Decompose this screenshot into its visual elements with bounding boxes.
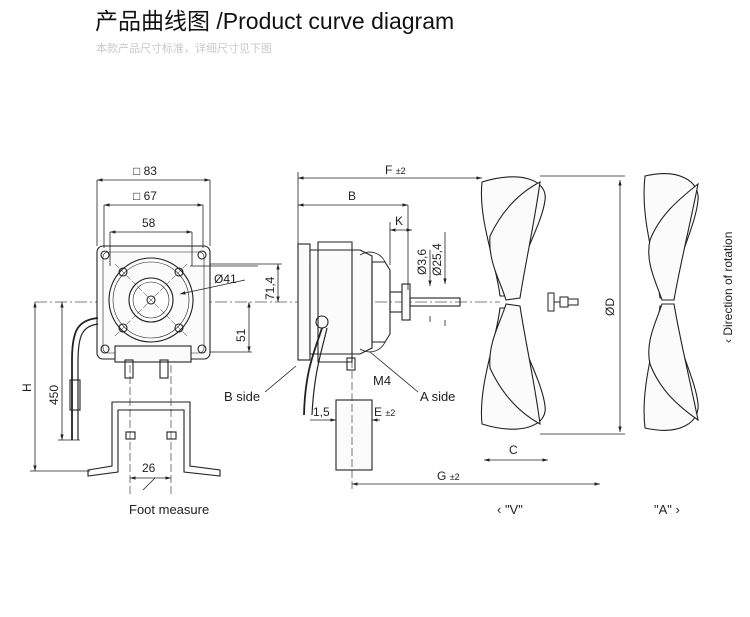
m4-label: M4 xyxy=(373,373,391,388)
dim-B: B xyxy=(348,189,356,203)
foot-slot-1 xyxy=(125,431,136,440)
motor-shaft xyxy=(409,297,461,307)
screw-4 xyxy=(174,323,184,333)
view-v-label: ‹ "V" xyxy=(497,502,523,517)
side-dimensions xyxy=(264,172,625,486)
terminal-left xyxy=(124,359,134,379)
terminal-block xyxy=(114,345,192,363)
side-cable xyxy=(303,327,323,416)
fan-nut xyxy=(547,292,579,312)
blade-lower-front xyxy=(489,303,541,426)
blade-a-upper-2 xyxy=(648,182,699,301)
motor-body-outer xyxy=(108,257,194,343)
screw-1 xyxy=(118,267,128,277)
side-cable-2 xyxy=(311,327,328,416)
fan-blade-view-v xyxy=(480,176,546,430)
front-dimensions xyxy=(30,178,282,491)
mount-hole-br xyxy=(197,344,207,354)
cable-sleeve xyxy=(69,379,81,411)
side-coil-bottom xyxy=(359,341,386,353)
fan-blade-view-a xyxy=(643,173,699,431)
dim-H: H xyxy=(20,383,34,392)
dim-26: 26 xyxy=(142,461,156,475)
dim-58: 58 xyxy=(142,216,156,230)
b-side-label: B side xyxy=(224,389,260,404)
mount-hole-bl xyxy=(100,344,110,354)
side-flange xyxy=(297,243,311,361)
side-view xyxy=(297,241,461,490)
dim-51: 51 xyxy=(234,328,248,342)
dim-450: 450 xyxy=(47,385,61,405)
dim-diameter-3-6: Ø3,6 xyxy=(415,249,429,275)
terminal-right xyxy=(159,359,169,379)
screw-2 xyxy=(174,267,184,277)
front-view xyxy=(69,245,221,495)
side-coil-top xyxy=(359,251,386,263)
motor-hub-inner xyxy=(132,281,170,319)
motor-body-mid xyxy=(112,261,190,339)
side-motor-body xyxy=(309,249,373,355)
page-title: 产品曲线图 /Product curve diagram xyxy=(95,2,454,36)
power-cable-2 xyxy=(77,323,99,440)
foot-measure-label: Foot measure xyxy=(129,502,209,517)
dim-E: E ±2 xyxy=(374,405,395,419)
view-a-label: "A" › xyxy=(654,502,680,517)
foot-slot-2 xyxy=(166,431,177,440)
title-chinese: 产品曲线图 xyxy=(95,8,210,34)
dim-83: □ 83 xyxy=(133,164,157,178)
a-side-label: A side xyxy=(420,389,455,404)
dim-diameter-D: ØD xyxy=(603,298,617,316)
blade-upper-front xyxy=(489,181,541,301)
dim-71-4: 71,4 xyxy=(263,276,277,300)
title-english: /Product curve diagram xyxy=(216,8,455,34)
dim-F: F ±2 xyxy=(385,163,406,177)
power-cable xyxy=(71,317,99,440)
dim-diameter-41: Ø41 xyxy=(214,272,237,286)
dim-G: G ±2 xyxy=(437,469,460,483)
dim-1-5: 1,5 xyxy=(313,405,330,419)
page-subtitle: 本款产品尺寸标准，详细尺寸见下图 xyxy=(96,43,272,55)
hub-plate xyxy=(401,283,411,321)
screw-3 xyxy=(118,323,128,333)
dim-C: C xyxy=(509,443,518,457)
blade-a-lower-2 xyxy=(648,303,699,422)
mount-hole-tr xyxy=(197,250,207,260)
dim-K: K xyxy=(395,214,403,228)
side-foot-stud xyxy=(346,357,356,371)
dim-67: □ 67 xyxy=(133,189,157,203)
dim-diameter-25-4: Ø25,4 xyxy=(430,243,444,276)
mount-hole-tl xyxy=(100,250,110,260)
side-foot-block xyxy=(335,399,373,471)
screw-axis-2 xyxy=(114,263,188,337)
rotation-direction-label: ‹ Direction of rotation xyxy=(721,232,735,343)
shaft-front xyxy=(146,295,156,305)
mounting-foot xyxy=(87,401,221,477)
